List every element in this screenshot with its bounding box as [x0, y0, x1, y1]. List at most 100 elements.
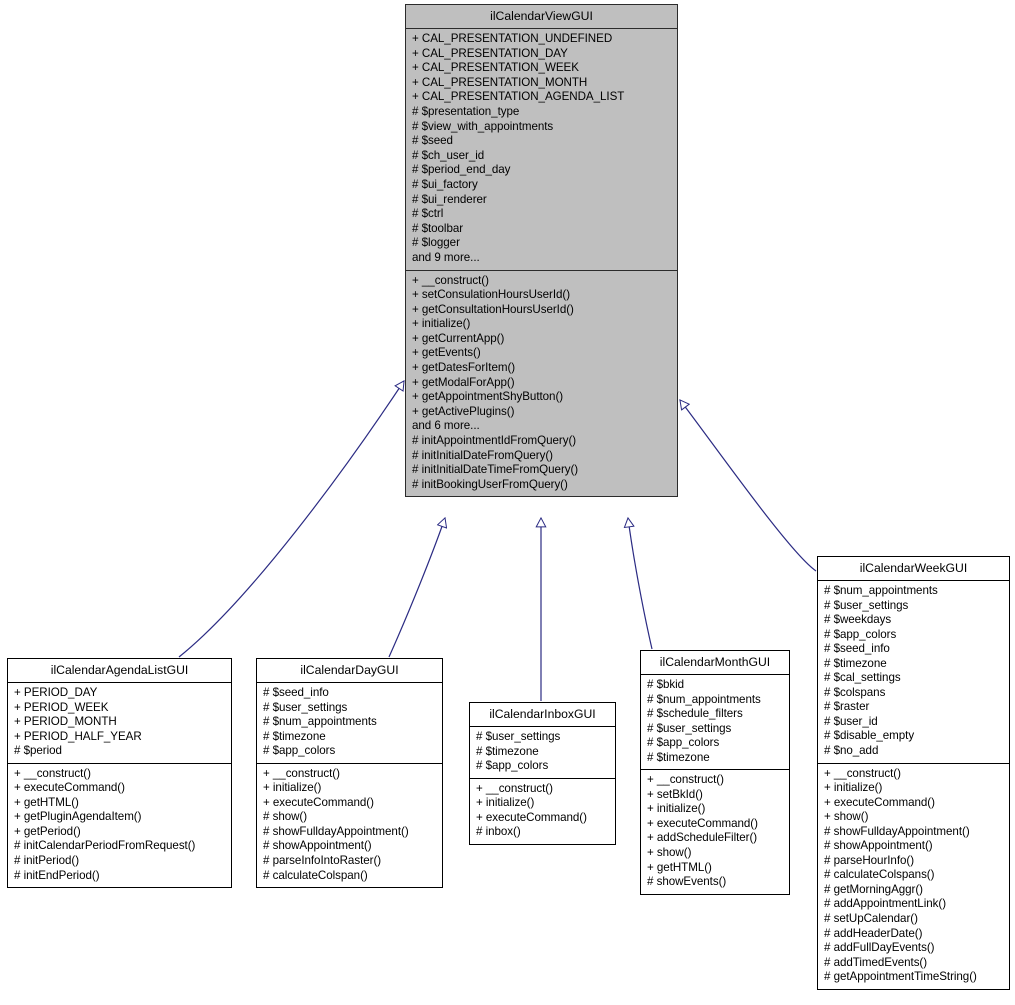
class-member: # showAppointment() — [824, 839, 933, 853]
operations-compartment: + __construct()+ executeCommand()+ getHT… — [8, 764, 231, 887]
class-box-ilcalendardaygui[interactable]: ilCalendarDayGUI # $seed_info# $user_set… — [256, 658, 443, 889]
edge-agenda-to-root — [178, 381, 404, 658]
class-member: # initBookingUserFromQuery() — [412, 477, 568, 491]
class-member: # $num_appointments — [824, 584, 938, 597]
class-member: # showFulldayAppointment() — [263, 824, 409, 838]
class-member: # $presentation_type — [412, 104, 520, 118]
compartment-divider — [8, 762, 231, 764]
class-member: + show() — [824, 810, 869, 824]
class-member: # addHeaderDate() — [824, 926, 923, 940]
compartment-divider — [257, 682, 442, 683]
class-member: # $disable_empty — [824, 729, 915, 743]
compartment-divider — [470, 726, 615, 727]
compartment-divider — [818, 762, 1009, 764]
class-title: ilCalendarMonthGUI — [659, 655, 771, 669]
class-member: # $period_end_day — [412, 163, 511, 177]
class-member: + addScheduleFilter() — [647, 831, 758, 845]
class-member: + getAppointmentShyButton() — [412, 390, 564, 404]
class-title: ilCalendarWeekGUI — [859, 561, 968, 575]
attributes-compartment: # $seed_info# $user_settings# $num_appoi… — [257, 683, 442, 763]
class-title: ilCalendarViewGUI — [490, 9, 593, 23]
class-title: ilCalendarDayGUI — [300, 663, 399, 677]
class-member: # $seed_info — [824, 642, 890, 656]
class-member: + initialize() — [263, 781, 322, 795]
attributes-compartment: # $bkid# $num_appointments# $schedule_fi… — [641, 675, 789, 769]
class-member: # $cal_settings — [824, 671, 901, 685]
class-member: # getAppointmentTimeString() — [824, 970, 977, 984]
class-box-ilcalendarmonthgui[interactable]: ilCalendarMonthGUI # $bkid# $num_appoint… — [640, 650, 790, 895]
class-member: # calculateColspans() — [824, 868, 935, 882]
class-member: # $period — [14, 744, 62, 758]
class-member: + __construct() — [14, 766, 91, 780]
class-member: # addAppointmentLink() — [824, 897, 946, 911]
class-member: # initPeriod() — [14, 854, 80, 868]
operations-compartment: + __construct()+ initialize()+ executeCo… — [818, 764, 1009, 989]
class-member: + executeCommand() — [263, 795, 374, 809]
class-member: and 9 more... — [412, 250, 480, 264]
class-member: # $logger — [412, 236, 460, 250]
class-member: # $no_add — [824, 744, 879, 758]
class-member: # $num_appointments — [263, 715, 377, 729]
class-member: # show() — [263, 810, 308, 824]
class-member: + getCurrentApp() — [412, 331, 505, 345]
class-member: # $seed_info — [263, 686, 329, 699]
class-member: # $timezone — [824, 656, 887, 670]
class-member: + initialize() — [476, 796, 535, 810]
operations-compartment: + __construct()+ setConsulationHoursUser… — [406, 271, 677, 497]
edge-week-to-root — [680, 400, 817, 572]
class-member: # $ctrl — [412, 207, 444, 221]
class-member: # $ui_factory — [412, 177, 478, 191]
class-member: # $user_settings — [824, 598, 909, 612]
class-box-ilcalendarweekgui[interactable]: ilCalendarWeekGUI # $num_appointments# $… — [817, 556, 1010, 990]
class-member: + getModalForApp() — [412, 375, 515, 389]
compartment-divider — [257, 762, 442, 764]
edge-month-to-root — [628, 518, 653, 650]
compartment-divider — [818, 580, 1009, 581]
class-member: + getPluginAgendaItem() — [14, 810, 142, 824]
class-member: # parseInfoIntoRaster() — [263, 854, 382, 868]
class-member: + __construct() — [412, 273, 489, 287]
class-member: # inbox() — [476, 825, 521, 839]
class-member: + setBkId() — [647, 787, 703, 801]
class-member: # $timezone — [647, 750, 710, 764]
class-member: + getPeriod() — [14, 824, 81, 838]
class-member: # initEndPeriod() — [14, 868, 100, 882]
class-member: # showAppointment() — [263, 839, 372, 853]
class-box-ilcalendarinboxgui[interactable]: ilCalendarInboxGUI # $user_settings# $ti… — [469, 702, 616, 845]
class-member: + getHTML() — [14, 795, 79, 809]
class-member: # addFullDayEvents() — [824, 941, 935, 955]
class-member: # $ui_renderer — [412, 192, 487, 206]
class-member: + initialize() — [824, 781, 883, 795]
class-member: + PERIOD_MONTH — [14, 715, 117, 729]
class-member: + PERIOD_DAY — [14, 686, 98, 699]
class-member: # $colspans — [824, 685, 886, 699]
class-member: + setConsulationHoursUserId() — [412, 288, 571, 302]
edge-day-to-root — [388, 518, 445, 658]
class-box-ilcalendarviewgui[interactable]: ilCalendarViewGUI + CAL_PRESENTATION_UND… — [405, 4, 678, 498]
class-member: # initAppointmentIdFromQuery() — [412, 434, 577, 448]
class-member: # $app_colors — [647, 736, 720, 750]
class-member: # setUpCalendar() — [824, 912, 918, 926]
class-member: # initInitialDateFromQuery() — [412, 448, 553, 462]
class-member: + show() — [647, 846, 692, 860]
class-member: # $user_settings — [647, 721, 732, 735]
class-member: # initInitialDateTimeFromQuery() — [412, 463, 579, 477]
class-member: + executeCommand() — [14, 781, 125, 795]
class-member: + executeCommand() — [647, 816, 758, 830]
class-title: ilCalendarInboxGUI — [489, 707, 596, 721]
class-member: # $app_colors — [824, 627, 897, 641]
class-member: # showEvents() — [647, 875, 727, 889]
class-member: + executeCommand() — [824, 795, 935, 809]
class-member: + initialize() — [412, 317, 471, 331]
class-member: # $seed — [412, 134, 453, 148]
attributes-compartment: + PERIOD_DAY+ PERIOD_WEEK+ PERIOD_MONTH+… — [8, 683, 231, 763]
class-member: + CAL_PRESENTATION_MONTH — [412, 75, 588, 89]
class-member: # $raster — [824, 700, 870, 714]
class-member: # $user_settings — [263, 700, 348, 714]
compartment-divider — [470, 777, 615, 779]
class-box-ilcalendaragendalistgui[interactable]: ilCalendarAgendaListGUI + PERIOD_DAY+ PE… — [7, 658, 232, 889]
class-member: + getActivePlugins() — [412, 404, 515, 418]
class-member: + __construct() — [263, 766, 340, 780]
class-member: + CAL_PRESENTATION_DAY — [412, 46, 568, 60]
